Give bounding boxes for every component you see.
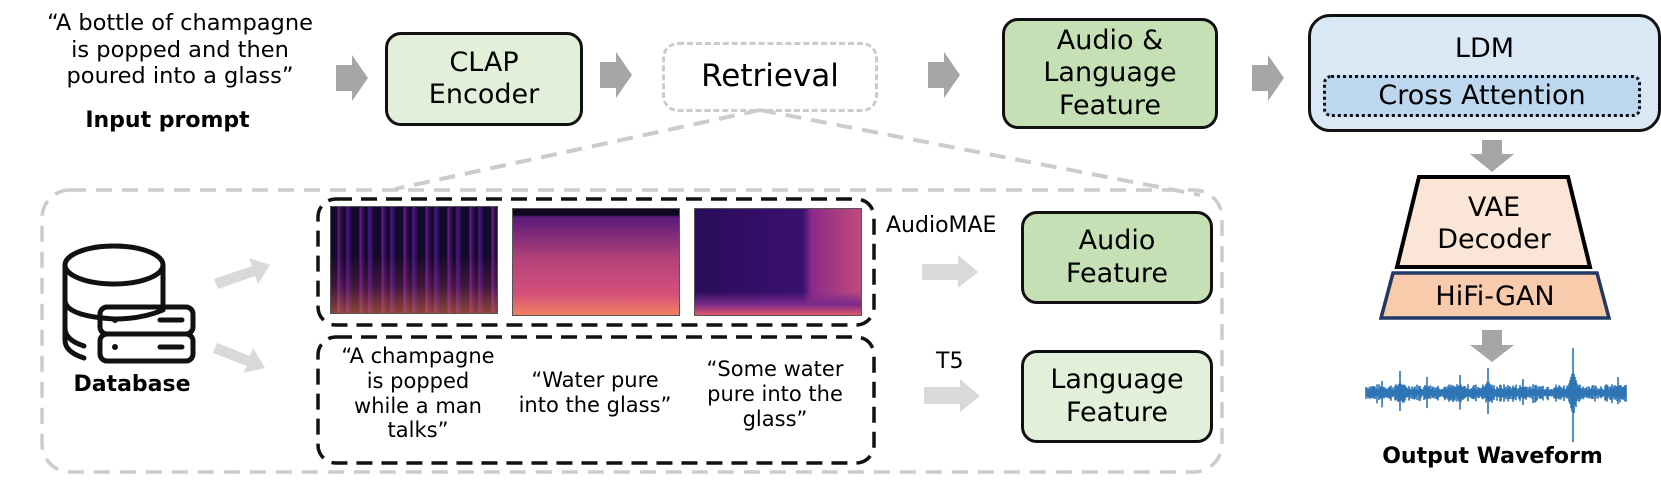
caption-line: into the glass”	[518, 392, 672, 417]
caption-3: “Some water pure into the glass”	[685, 357, 865, 431]
feature-line: Audio &	[1056, 24, 1164, 56]
caption-1: “A champagne is popped while a man talks…	[328, 344, 508, 443]
retrieval-zoom-line-left	[394, 108, 761, 191]
arrow-db-to-spectrograms	[214, 258, 270, 289]
arrow-db-to-captions	[213, 343, 265, 373]
prompt-line: is popped and then	[71, 36, 289, 63]
database-icon	[62, 243, 196, 364]
audio-language-feature-box: Audio & Language Feature	[1002, 18, 1218, 129]
waveform-path	[1365, 348, 1627, 443]
audio-feature-line: Feature	[1065, 257, 1169, 289]
vae-line: Decoder	[1437, 223, 1551, 255]
spectrogram-group	[316, 197, 876, 327]
vae-decoder-shape	[1394, 175, 1593, 269]
caption-line: glass”	[742, 406, 808, 431]
feature-line: Language	[1043, 57, 1177, 89]
output-waveform-label: Output Waveform	[1382, 444, 1603, 469]
hifigan-label: HiFi-GAN	[1435, 281, 1555, 312]
input-prompt-text: “A bottle of champagne is popped and the…	[20, 10, 340, 90]
prompt-line: “A bottle of champagne	[47, 10, 313, 36]
language-feature-box: Language Feature	[1021, 350, 1213, 443]
caption-line: is popped	[366, 368, 470, 393]
retrieval-zoom-line-right	[759, 108, 1201, 197]
audiomae-label: AudioMAE	[886, 213, 997, 238]
spectrogram-2	[512, 208, 680, 316]
arrow-retrieval-to-feature	[928, 52, 960, 98]
language-feature-line: Language	[1050, 364, 1184, 396]
cross-attention-box: Cross Attention	[1323, 75, 1641, 117]
caption-line: pure into the	[707, 381, 843, 406]
prompt-line: poured into a glass”	[66, 63, 294, 90]
vae-line: VAE	[1467, 192, 1521, 223]
arrow-feature-to-ldm	[1252, 55, 1284, 101]
caption-line: “Some water	[706, 357, 844, 381]
feature-line: Feature	[1058, 89, 1162, 121]
caption-2: “Water pure into the glass”	[505, 368, 685, 418]
vae-decoder-label: VAE Decoder	[1400, 192, 1588, 256]
clap-line: Encoder	[428, 79, 540, 110]
t5-label: T5	[936, 349, 964, 374]
caption-line: “Water pure	[531, 368, 659, 392]
arrow-t5	[924, 379, 980, 412]
clap-line: CLAP	[449, 46, 519, 78]
output-waveform	[1365, 348, 1627, 443]
arrow-clap-to-retrieval	[600, 52, 632, 98]
language-feature-line: Feature	[1065, 396, 1169, 428]
caption-group	[316, 335, 876, 465]
retrieval-detail-panel	[40, 188, 1224, 474]
ldm-box: LDM Cross Attention	[1308, 14, 1661, 132]
arrow-hifigan-to-output	[1470, 330, 1514, 362]
arrow-audiomae	[922, 255, 978, 288]
cross-attention-label: Cross Attention	[1378, 79, 1586, 111]
caption-line: while a man	[354, 393, 482, 418]
arrow-ldm-to-vae	[1470, 140, 1514, 172]
clap-encoder-box: CLAP Encoder	[385, 32, 583, 126]
spectrogram-1	[330, 206, 498, 314]
caption-line: talks”	[387, 418, 449, 443]
hifigan-shape	[1378, 271, 1612, 320]
audio-feature-line: Audio	[1078, 225, 1156, 257]
arrow-prompt-to-clap	[336, 55, 368, 101]
retrieval-box: Retrieval	[662, 42, 878, 112]
audio-feature-box: Audio Feature	[1021, 211, 1213, 304]
spectrogram-3	[694, 208, 862, 316]
ldm-label: LDM	[1454, 33, 1515, 64]
caption-line: “A champagne	[341, 344, 495, 368]
input-prompt-label: Input prompt	[85, 108, 250, 133]
database-label: Database	[73, 372, 191, 397]
retrieval-label: Retrieval	[701, 58, 839, 95]
